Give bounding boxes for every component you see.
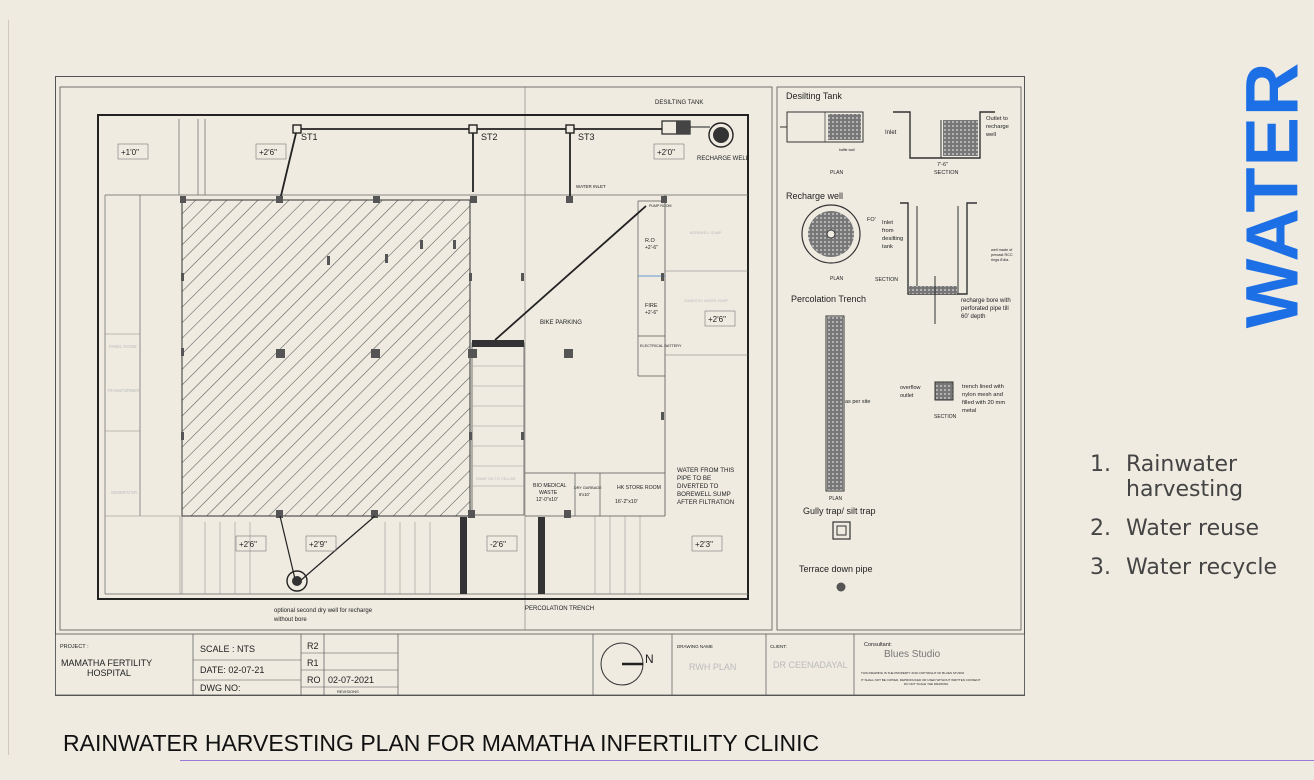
bio-size-label: 12'-0"x10' bbox=[536, 497, 558, 503]
store-size-label: 16'-2"x10' bbox=[615, 499, 638, 505]
percolation-trench-title: Percolation Trench bbox=[791, 294, 866, 304]
list-item: 3.Water recycle bbox=[1090, 555, 1277, 580]
consultant-label: Consultant: bbox=[864, 642, 892, 648]
level-label: +2'0" bbox=[657, 148, 675, 157]
rainwater-harvesting-drawing: +1'0" +2'6" +2'0" +2'6" +2'6" +2'9" -2'6… bbox=[55, 76, 1025, 696]
scale-label: SCALE : NTS bbox=[200, 644, 255, 654]
st2-label: ST2 bbox=[481, 132, 498, 142]
water-inlet-label: WATER INLET bbox=[576, 184, 606, 189]
trench-section-label: SECTION bbox=[934, 414, 957, 420]
trench-plan-label: PLAN bbox=[829, 496, 842, 502]
revision-ro: RO bbox=[307, 675, 321, 685]
dwg-no-label: DWG NO: bbox=[200, 683, 241, 693]
dry-size-label: 6'x10' bbox=[579, 492, 590, 497]
revisions-label: REVISIONS bbox=[337, 689, 359, 694]
copyright-notes: THIS DRAWING IS THE PROPERTY AND COPYRIG… bbox=[861, 671, 981, 686]
outlet-note: Outlet to recharge well bbox=[985, 116, 1011, 138]
bio-waste-label: WASTE bbox=[539, 490, 558, 496]
store-room-label: HK STORE ROOM bbox=[617, 485, 661, 491]
pump-room-label: PUMP ROOM bbox=[649, 204, 672, 208]
fire-level: +2'-6" bbox=[645, 310, 658, 316]
recharge-well-title: Recharge well bbox=[786, 191, 843, 201]
well-diameter: FO' bbox=[867, 217, 876, 223]
trench-lining-note: trench lined with nylon mesh and filled … bbox=[962, 384, 1007, 414]
consultant-name: Blues Studio bbox=[884, 649, 941, 660]
ramp-label: RAMP ON TO CELLAR bbox=[476, 477, 516, 481]
caption-underline bbox=[180, 760, 1314, 761]
as-per-site-label: as per site bbox=[845, 399, 870, 405]
level-label: -2'6" bbox=[490, 540, 506, 549]
st1-label: ST1 bbox=[301, 132, 318, 142]
dry-garbage-label: DRY GARBAGE bbox=[574, 486, 602, 490]
level-label: +2'3" bbox=[695, 540, 713, 549]
left-margin-line bbox=[8, 20, 9, 755]
project-label: PROJECT : bbox=[60, 644, 89, 650]
recharge-bore-note: recharge bore with perforated pipe till … bbox=[961, 298, 1012, 320]
level-label: +2'6" bbox=[259, 148, 277, 157]
list-item: 2.Water reuse bbox=[1090, 516, 1260, 541]
project-name-line2: HOSPITAL bbox=[87, 668, 131, 678]
generator-label: GENERATOR bbox=[111, 490, 137, 495]
date-label: DATE: 02-07-21 bbox=[200, 665, 264, 675]
electrical-label: ELECTRICAL BATTERY bbox=[640, 344, 682, 348]
recharge-well-label: RECHARGE WELL bbox=[697, 156, 750, 162]
desilting-section-label: SECTION bbox=[934, 170, 958, 176]
desilting-tank-title: Desilting Tank bbox=[786, 91, 842, 101]
transformer-label: TRANSFORMER bbox=[107, 388, 139, 393]
desilting-tank-label: DESILTING TANK bbox=[655, 100, 703, 106]
inlet-label: Inlet bbox=[885, 130, 897, 136]
well-inlet-note: Inlet from desilting tank bbox=[882, 220, 905, 250]
level-label: +2'6" bbox=[708, 315, 726, 324]
drawing-name: RWH PLAN bbox=[689, 662, 736, 672]
gully-trap-label: Gully trap/ silt trap bbox=[803, 506, 876, 516]
terrace-pipe-label: Terrace down pipe bbox=[799, 564, 873, 574]
bike-parking-label: BIKE PARKING bbox=[540, 320, 582, 326]
tank-dimension: 7'-6" bbox=[937, 162, 948, 168]
bio-medical-label: BIO MEDICAL bbox=[533, 483, 567, 489]
overflow-outlet-label: overflow outlet bbox=[900, 385, 922, 399]
recharge-plan-label: PLAN bbox=[830, 276, 843, 282]
water-diversion-note: WATER FROM THIS PIPE TO BE DIVERTED TO B… bbox=[677, 467, 736, 506]
desilting-plan-label: PLAN bbox=[830, 170, 843, 176]
fire-label: FIRE bbox=[645, 303, 658, 309]
revision-ro-date: 02-07-2021 bbox=[328, 675, 374, 685]
water-strategies-list: 1.Rainwater harvesting 2.Water reuse 3.W… bbox=[1090, 452, 1310, 594]
level-label: +1'0" bbox=[121, 148, 139, 157]
client-label: CLIENT: bbox=[770, 644, 787, 649]
client-name: DR CEENADAYAL bbox=[773, 660, 848, 670]
project-name-line1: MAMATHA FERTILITY bbox=[61, 658, 152, 668]
well-construction-note: well made of precast RCC rings 8'dia. bbox=[991, 248, 1014, 262]
recharge-section-label: SECTION bbox=[875, 277, 898, 283]
baffle-wall-label: baffle wall bbox=[839, 148, 855, 152]
ro-label: R.O bbox=[645, 238, 656, 244]
ro-level: +2'-6" bbox=[645, 245, 658, 251]
revision-r2: R2 bbox=[307, 641, 319, 651]
side-title-text: WATER bbox=[1230, 61, 1314, 329]
north-arrow-label: N bbox=[645, 652, 654, 666]
percolation-trench-label: PERCOLATION TRENCH bbox=[525, 606, 594, 612]
page-caption: RAINWATER HARVESTING PLAN FOR MAMATHA IN… bbox=[63, 730, 820, 756]
list-item: 1.Rainwater harvesting bbox=[1090, 452, 1244, 502]
revision-r1: R1 bbox=[307, 658, 319, 668]
side-title-water: WATER bbox=[1230, 60, 1314, 330]
borewell-sump-label: BOREWELL SUMP bbox=[690, 231, 722, 235]
level-label: +2'9" bbox=[309, 540, 327, 549]
drawing-name-label: DRAWING NAME bbox=[677, 644, 713, 649]
panel-room-label: PANEL ROOM bbox=[109, 344, 137, 349]
domestic-sump-label: DOMESTIC WATER SUMP bbox=[684, 299, 729, 303]
st3-label: ST3 bbox=[578, 132, 595, 142]
level-label: +2'6" bbox=[239, 540, 257, 549]
optional-well-note: optional second dry well for recharge wi… bbox=[273, 608, 374, 623]
